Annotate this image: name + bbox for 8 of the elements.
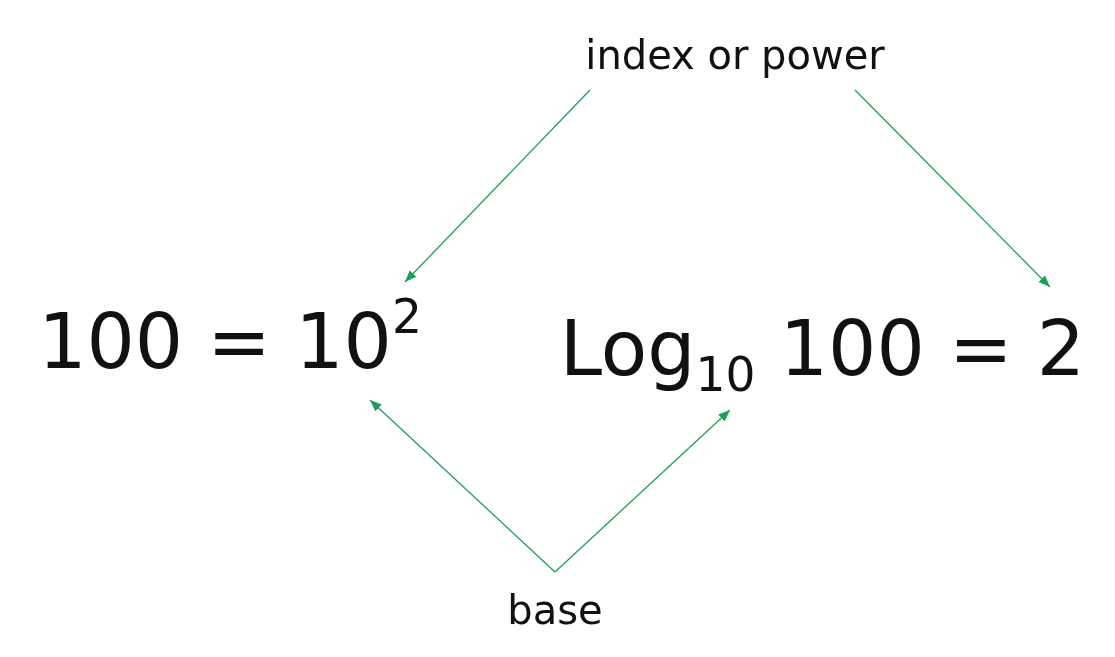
leader-arrow bbox=[404, 89, 591, 283]
leader-arrow bbox=[554, 409, 731, 573]
equation: 100 = 10$^{2}$ bbox=[30, 282, 430, 400]
leader-arrow bbox=[854, 89, 1051, 288]
annotation-label: index or power bbox=[540, 20, 930, 90]
leader-arrow bbox=[369, 399, 556, 573]
equation: Log$_{10}$ 100 = 2 bbox=[555, 287, 1090, 410]
annotation-label: base bbox=[495, 580, 615, 640]
